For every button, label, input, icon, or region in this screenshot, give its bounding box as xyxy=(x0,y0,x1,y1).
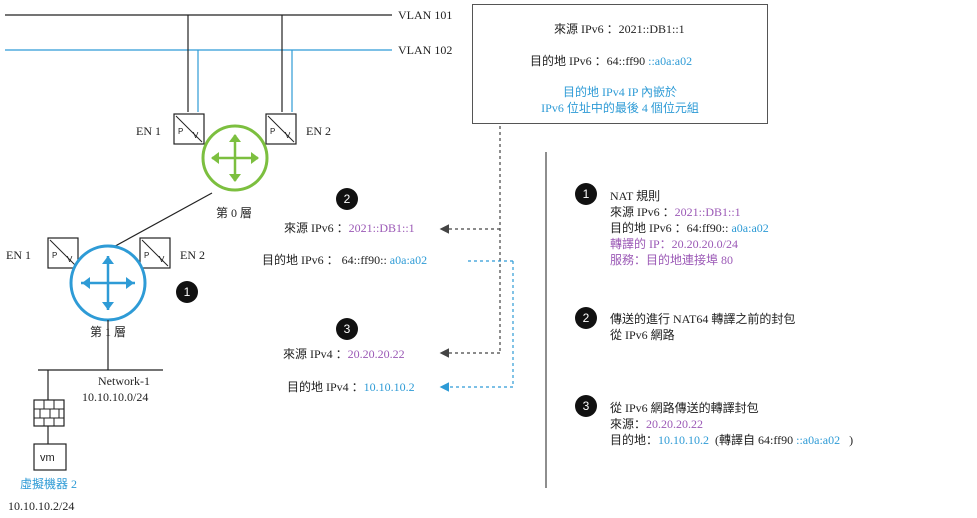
tier0-router-label: 第 0 層 xyxy=(216,206,253,220)
legend-1-line4: 服務：目的地連接埠 80 xyxy=(610,253,734,267)
legend-3-trail-label: (轉譯自 64:ff90 xyxy=(709,433,794,447)
network-cidr: 10.10.10.0/24 xyxy=(82,390,149,404)
flow-dst6-suffix: a0a:a02 xyxy=(389,253,428,267)
tier0-en1-switch-icon: P V xyxy=(173,113,205,145)
info-note-line2: IPv6 位址中的最後 4 個位元組 xyxy=(541,101,699,115)
tier1-router-label: 第 1 層 xyxy=(90,325,127,339)
svg-text:V: V xyxy=(193,131,199,140)
svg-text:V: V xyxy=(159,255,165,264)
legend-3-trail-end: ) xyxy=(840,433,854,447)
legend-3-line1-value: 20.20.20.22 xyxy=(646,417,704,431)
flow-badge-3: 3 xyxy=(336,318,358,340)
tier0-en2-label: EN 2 xyxy=(306,124,331,138)
tier1-badge: 1 xyxy=(176,281,198,303)
flow-dst6-label: 目的地 IPv6 ： 64::ff90:: xyxy=(262,253,387,267)
flow-src6-label: 來源 IPv6 ： xyxy=(284,221,349,235)
tier1-en1-label: EN 1 xyxy=(6,248,31,262)
tier1-en2-switch-icon: P V xyxy=(139,237,171,269)
info-src-value: 2021::DB1::1 xyxy=(618,22,685,36)
legend-3-line1-label: 來源： xyxy=(610,417,647,431)
legend-1-line1-value: 2021::DB1::1 xyxy=(674,205,741,219)
info-dst-prefix: 64::ff90 xyxy=(606,54,646,68)
svg-text:V: V xyxy=(285,131,291,140)
svg-text:P: P xyxy=(270,127,275,136)
svg-text:P: P xyxy=(144,251,149,260)
legend-1-line3: 轉譯的 IP：20.20.20.0/24 xyxy=(610,237,739,251)
legend-badge-2: 2 xyxy=(575,307,597,329)
vm-box-label: vm xyxy=(40,452,55,464)
tier1-router-icon xyxy=(69,244,147,322)
network-name: Network-1 xyxy=(98,374,150,388)
legend-1-title: NAT 規則 xyxy=(610,189,661,203)
vm-box xyxy=(33,443,67,471)
flow-dst4-label: 目的地 IPv4 ： xyxy=(287,380,364,394)
tier1-en1-switch-icon: P V xyxy=(47,237,79,269)
vlan-102-label: VLAN 102 xyxy=(398,43,453,57)
info-dst-suffix: ::a0a:a02 xyxy=(648,54,693,68)
legend-3-line2-value: 10.10.10.2 xyxy=(658,433,710,447)
legend-3-title: 從 IPv6 網路傳送的轉譯封包 xyxy=(610,401,759,415)
firewall-icon xyxy=(33,399,65,427)
flow-src6-value: 2021::DB1::1 xyxy=(348,221,415,235)
tier0-en1-label: EN 1 xyxy=(136,124,161,138)
flow-src4-value: 20.20.20.22 xyxy=(347,347,405,361)
legend-badge-1: 1 xyxy=(575,183,597,205)
tier0-router-icon xyxy=(201,124,269,192)
info-src-label: 來源 IPv6 ： xyxy=(554,22,619,36)
legend-2-line1: 從 IPv6 網路 xyxy=(610,328,675,342)
tier0-en2-switch-icon: P V xyxy=(265,113,297,145)
vm-name: 虛擬機器 2 xyxy=(20,477,78,491)
vlan-101-label: VLAN 101 xyxy=(398,8,453,22)
info-dst-label: 目的地 IPv6 ： xyxy=(530,54,607,68)
svg-text:P: P xyxy=(178,127,183,136)
legend-1-line1-label: 來源 IPv6 ： xyxy=(610,205,675,219)
legend-1-line2-value: a0a:a02 xyxy=(731,221,769,235)
flow-dst4-value: 10.10.10.2 xyxy=(363,380,415,394)
legend-3-line2-label: 目的地： xyxy=(610,433,659,447)
vm-ip: 10.10.10.2/24 xyxy=(8,499,75,513)
svg-text:V: V xyxy=(67,255,73,264)
legend-2-title: 傳送的進行 NAT64 轉譯之前的封包 xyxy=(610,312,796,326)
legend-1-line2-label: 目的地 IPv6 ：64:ff90:: xyxy=(610,221,729,235)
info-note-line1: 目的地 IPv4 IP 內嵌於 xyxy=(563,85,677,99)
address-info-box: 來源 IPv6 ：2021::DB1::1 目的地 IPv6 ：64::ff90… xyxy=(472,4,768,124)
legend-3-trail-value: ::a0a:a02 xyxy=(793,433,841,447)
tier1-en2-label: EN 2 xyxy=(180,248,205,262)
legend-badge-3: 3 xyxy=(575,395,597,417)
svg-text:P: P xyxy=(52,251,57,260)
flow-badge-2: 2 xyxy=(336,188,358,210)
flow-src4-label: 來源 IPv4 ： xyxy=(283,347,348,361)
